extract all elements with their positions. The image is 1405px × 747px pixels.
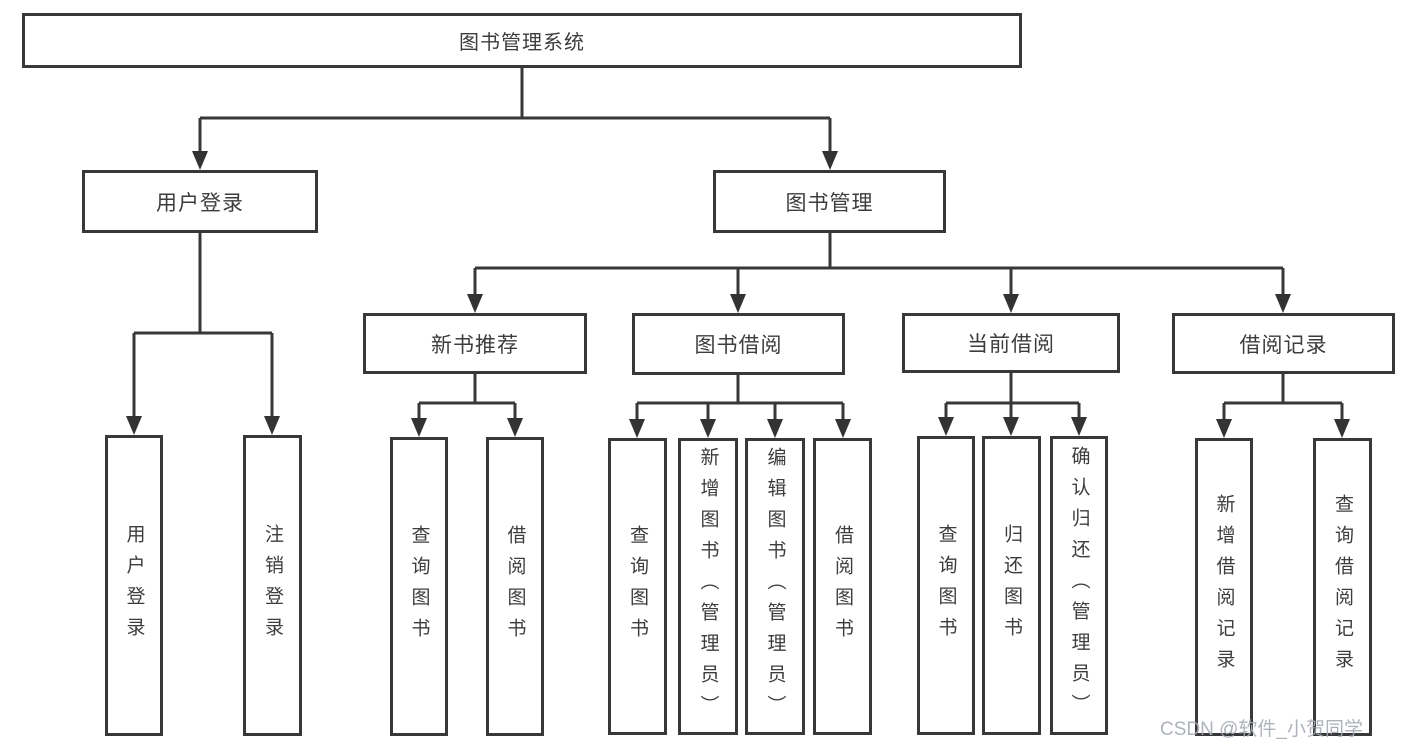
node-new-book-recommendation: 新书推荐 bbox=[363, 313, 587, 374]
node-book-borrowing: 图书借阅 bbox=[632, 313, 845, 375]
leaf-confirm-return-admin: 确认归还（管理员） bbox=[1050, 436, 1108, 735]
leaf-current-query-books: 查询图书 bbox=[917, 436, 975, 735]
leaf-borrow-query-books: 查询图书 bbox=[608, 438, 667, 735]
leaf-add-borrow-record: 新增借阅记录 bbox=[1195, 438, 1253, 736]
node-book-management-branch: 图书管理 bbox=[713, 170, 946, 233]
node-library-management-system: 图书管理系统 bbox=[22, 13, 1022, 68]
leaf-add-books-admin: 新增图书（管理员） bbox=[678, 438, 738, 735]
leaf-recommend-query-books: 查询图书 bbox=[390, 437, 448, 736]
leaf-edit-books-admin: 编辑图书（管理员） bbox=[745, 438, 805, 735]
leaf-query-borrow-record: 查询借阅记录 bbox=[1313, 438, 1372, 736]
leaf-logout: 注销登录 bbox=[243, 435, 302, 736]
leaf-user-login: 用户登录 bbox=[105, 435, 163, 736]
node-borrowing-records: 借阅记录 bbox=[1172, 313, 1395, 374]
leaf-return-books: 归还图书 bbox=[982, 436, 1041, 735]
leaf-borrow-books: 借阅图书 bbox=[813, 438, 872, 735]
leaf-recommend-borrow-books: 借阅图书 bbox=[486, 437, 544, 736]
node-current-borrowing: 当前借阅 bbox=[902, 313, 1120, 373]
csdn-watermark: CSDN @软件_小贺同学 bbox=[1160, 719, 1363, 740]
node-user-login-branch: 用户登录 bbox=[82, 170, 318, 233]
